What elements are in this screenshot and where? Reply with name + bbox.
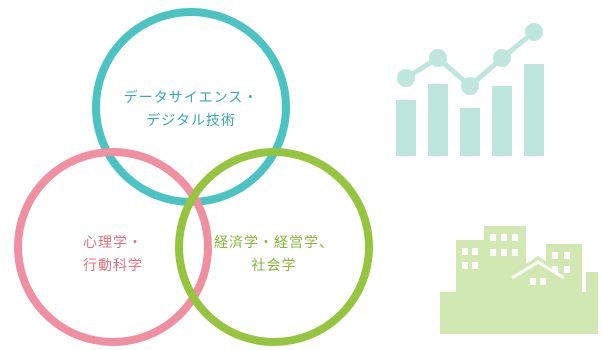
psychology-label-line2: 行動科学	[83, 258, 143, 274]
chart-icon	[396, 23, 544, 156]
economics-circle	[175, 148, 373, 346]
data-science-label-line2: デジタル技術	[146, 113, 236, 129]
economics-label: 経済学・経営学、 社会学	[214, 232, 334, 278]
economics-label-line1: 経済学・経営学、	[214, 235, 334, 251]
data-science-label-line1: データサイエンス・	[123, 90, 259, 106]
psychology-label: 心理学・ 行動科学	[83, 232, 143, 278]
economics-label-line2: 社会学	[251, 258, 297, 274]
data-science-label: データサイエンス・ デジタル技術	[124, 87, 259, 133]
psychology-label-line1: 心理学・	[83, 235, 143, 251]
city-buildings-icon	[440, 226, 598, 334]
